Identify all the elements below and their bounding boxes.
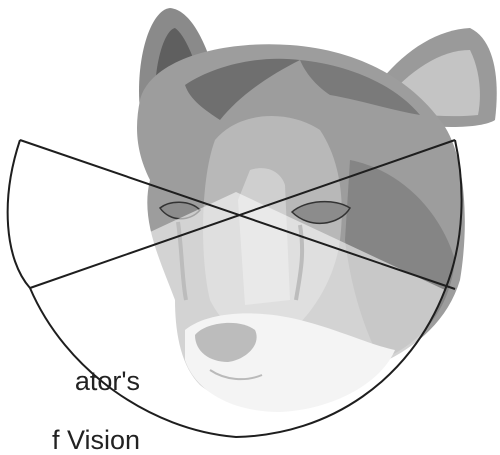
caption-line-1: ator's [0,368,140,395]
caption-line-2: f Vision [0,427,140,454]
